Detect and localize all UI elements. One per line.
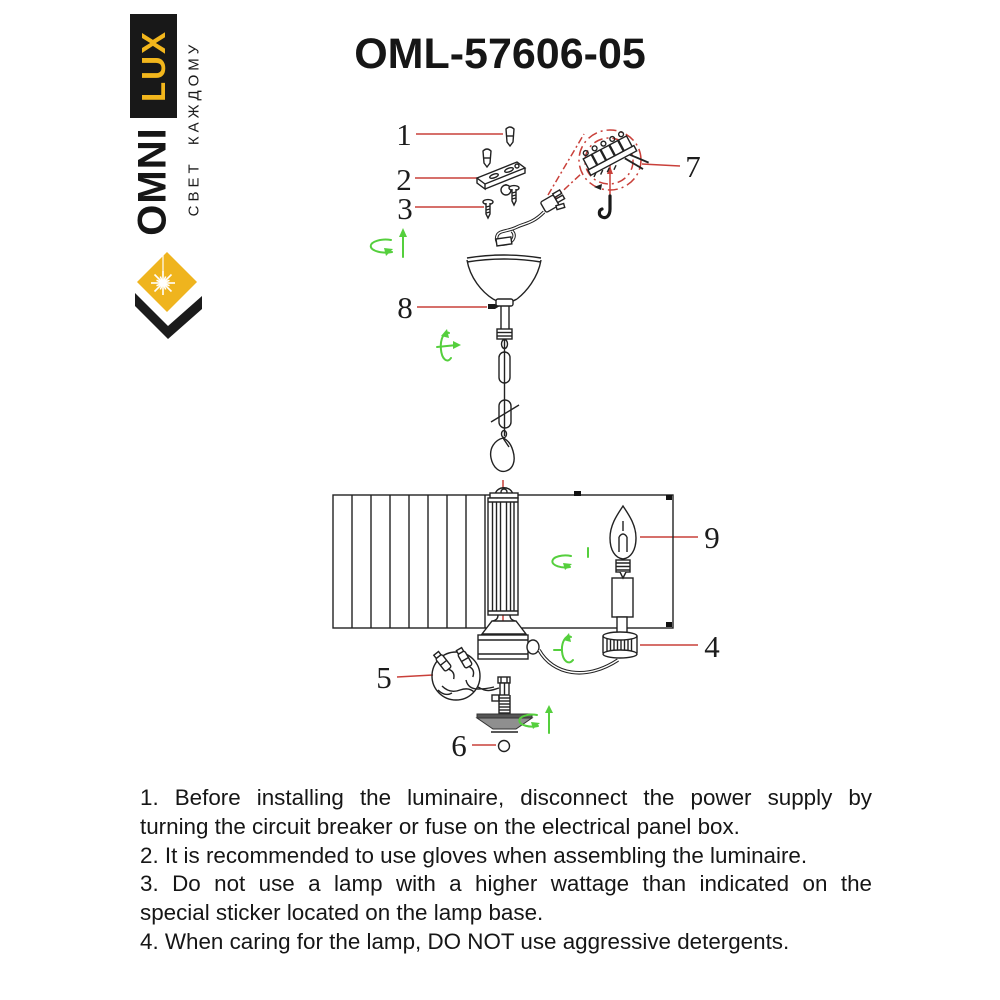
chevron-shape: [135, 293, 202, 339]
finial-ball-drawing: [497, 739, 511, 753]
starburst-icon: [151, 253, 175, 295]
logo-omni-text-wrap: OMNI: [128, 120, 178, 242]
part-labels: 1 2 3 7 8 9 4 5 6: [376, 117, 720, 763]
ceiling-hook-drawing: [597, 194, 612, 220]
instruction-line: 4. When caring for the lamp, DO NOT use …: [140, 928, 790, 954]
chain-drawing: [489, 338, 520, 473]
rod-and-finial-drawing: [475, 676, 534, 753]
instructions-block: 1. Before installing the luminaire, disc…: [140, 784, 872, 957]
center-column-drawing: [477, 487, 540, 660]
part-label-1: 1: [396, 117, 412, 152]
bulb-drawing: [609, 504, 637, 580]
supply-wire-drawing: [494, 188, 566, 247]
rotate-arrow-icon: [369, 228, 407, 258]
part-label-2: 2: [396, 162, 412, 197]
terminal-block-drawing: [582, 131, 649, 178]
part-label-6: 6: [451, 728, 467, 763]
logo-lux-box: LUX: [130, 14, 177, 118]
detail-circle-terminal: [547, 129, 649, 220]
shade-pleats: [351, 495, 486, 628]
page-title: OML-57606-05: [354, 30, 646, 78]
part-label-9: 9: [704, 520, 720, 555]
part-label-7: 7: [685, 149, 701, 184]
rotate-arrow-icon: [551, 547, 589, 570]
socket-drawing: [602, 577, 638, 659]
instruction-line: turning the circuit breaker or fuse on t…: [140, 813, 740, 839]
logo-diamond-icon: [135, 252, 202, 339]
screw-drawing: [482, 198, 494, 220]
part-label-8: 8: [397, 290, 413, 325]
lampshade-drawing: [332, 491, 674, 629]
instruction-line: 1. Before installing the luminaire, disc…: [140, 785, 872, 810]
instruction-line: special sticker located on the lamp base…: [140, 900, 544, 926]
part-label-4: 4: [704, 629, 720, 664]
arm-drawing: [537, 649, 619, 675]
rotate-arrow-icon: [518, 705, 553, 734]
assembly-diagram: 1 2 3 7 8 9 4 5 6: [332, 117, 720, 763]
connector-detail-circle: [431, 646, 495, 701]
part-label-5: 5: [376, 660, 392, 695]
rotate-arrow-icon: [436, 329, 461, 362]
logo-omni-text: OMNI: [130, 126, 175, 236]
mounting-hardware-drawing: [475, 126, 527, 220]
canopy-drawing: [466, 254, 542, 340]
leader-lines: [396, 133, 698, 746]
screw-drawing: [508, 184, 520, 207]
part-label-3: 3: [397, 191, 413, 226]
instruction-line: 3. Do not use a lamp with a higher watta…: [140, 871, 872, 897]
rotate-arrow-icon: [553, 633, 574, 664]
instruction-line: 2. It is recommended to use gloves when …: [140, 842, 808, 868]
